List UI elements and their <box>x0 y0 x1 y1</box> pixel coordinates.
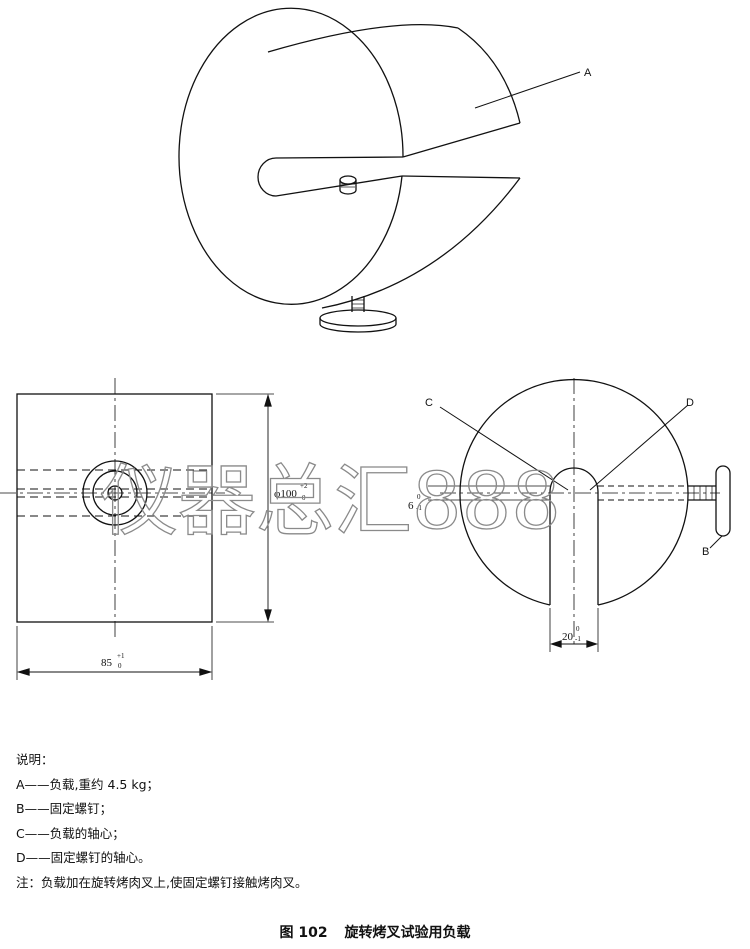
figure-title: 旋转烤叉试验用负载 <box>344 925 471 941</box>
side-view <box>0 378 274 680</box>
legend-item-d: D——固定螺钉的轴心。 <box>16 850 151 865</box>
height-tol-lower: 0 <box>302 494 306 502</box>
label-a: A <box>584 67 592 79</box>
watermark: 仪器总汇888 <box>100 457 561 547</box>
width-tol-upper: +1 <box>117 652 125 660</box>
slot-tol-upper: 0 <box>576 625 580 633</box>
technical-drawing: A φ100 +2 0 85 +1 0 <box>0 7 731 680</box>
hole-dimension: 6 <box>408 500 414 512</box>
legend-item-a: A——负载,重约 4.5 kg； <box>16 776 160 792</box>
label-d: D <box>686 397 694 409</box>
width-dimension: 85 <box>101 657 113 669</box>
legend-note: 注：负载加在旋转烤肉叉上,使固定螺钉接触烤肉叉。 <box>16 874 308 890</box>
height-dimension: φ100 <box>274 488 297 500</box>
hole-tol-upper: 0 <box>417 493 421 501</box>
label-c: C <box>425 397 433 409</box>
label-b: B <box>702 546 709 558</box>
slot-tol-lower: -1 <box>575 635 581 643</box>
legend: 说明： A——负载,重约 4.5 kg； B——固定螺钉； C——负载的轴心； … <box>16 748 716 895</box>
legend-item-b: B——固定螺钉； <box>16 801 113 816</box>
figure-number: 图 102 <box>279 925 328 941</box>
front-view <box>428 378 731 652</box>
isometric-view <box>178 7 581 333</box>
height-tol-upper: +2 <box>300 482 308 490</box>
slot-dimension: 20 <box>562 631 574 643</box>
figure-caption: 图 102 旋转烤叉试验用负载 <box>0 922 750 942</box>
legend-item-c: C——负载的轴心； <box>16 825 125 841</box>
width-tol-lower: 0 <box>118 662 122 670</box>
hole-tol-lower: -1 <box>416 504 422 512</box>
legend-title: 说明： <box>16 752 54 767</box>
